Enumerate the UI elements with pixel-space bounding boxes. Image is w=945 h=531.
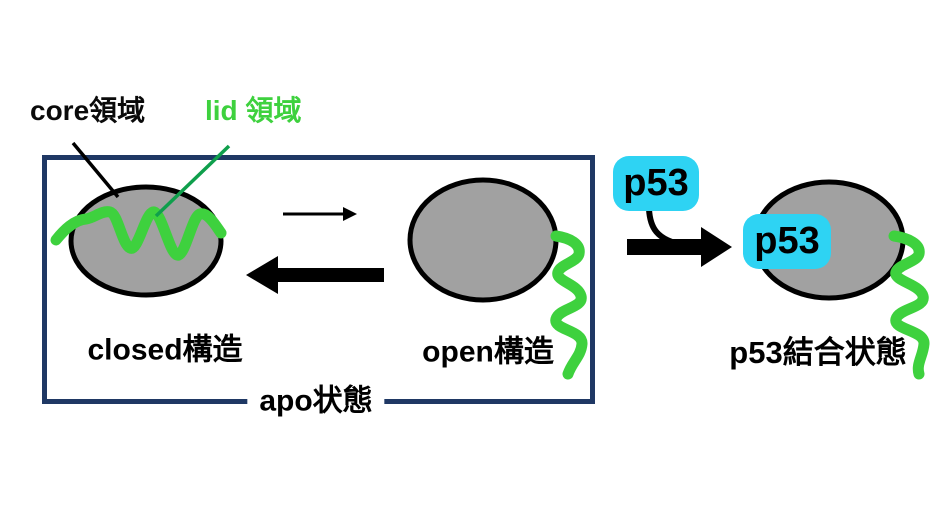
lid-region-label: lid 領域 <box>205 95 302 126</box>
open-structure-label: open構造 <box>422 335 554 369</box>
p53-binding-arrow <box>627 227 732 267</box>
core-pointer-line <box>71 141 120 199</box>
open-core-ellipse <box>407 177 559 303</box>
lid-squiggle-closed <box>50 206 227 261</box>
lid-squiggle-open <box>550 230 588 380</box>
closed-core-ellipse <box>68 184 224 298</box>
p53-bound-state-label: p53結合状態 <box>729 334 907 370</box>
apo-state-label: apo状態 <box>247 384 385 418</box>
p53-ligand-label: p53 <box>623 162 689 204</box>
core-region-label: core領域 <box>30 95 146 126</box>
lid-squiggle-bound <box>888 230 930 380</box>
p53-ligand-box: p53 <box>613 156 699 211</box>
p53-bound-label: p53 <box>754 220 820 262</box>
p53-bound-box: p53 <box>743 214 831 269</box>
reverse-arrow <box>246 256 384 294</box>
lid-pointer-line <box>154 144 231 218</box>
closed-structure-label: closed構造 <box>87 333 243 367</box>
forward-arrow-head <box>343 207 357 221</box>
